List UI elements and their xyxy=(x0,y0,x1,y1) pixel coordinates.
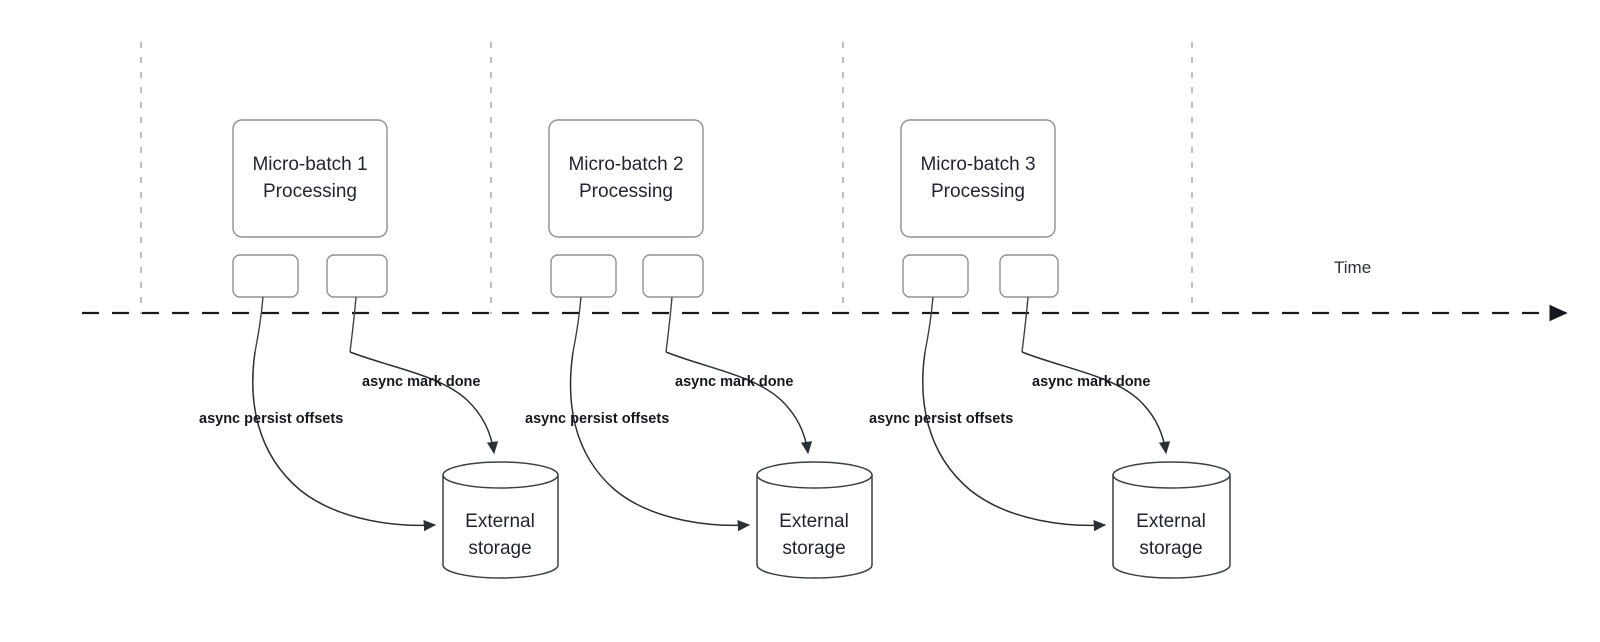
micro-batch-1-mark-arrow xyxy=(349,351,499,455)
micro-batch-1-mark-stem xyxy=(349,296,357,353)
micro-batch-3-mark-stem xyxy=(1021,296,1029,353)
micro-batch-1-mark-label: async mark done xyxy=(362,374,480,390)
group-micro-batch-2: Micro-batch 2 Processing async persist o… xyxy=(525,119,873,579)
micro-batch-3-storage-line2: storage xyxy=(1139,538,1202,559)
micro-batch-3-box[interactable] xyxy=(900,119,1056,238)
micro-batch-2-task-mark[interactable] xyxy=(642,254,704,298)
micro-batch-1-box[interactable] xyxy=(232,119,388,238)
micro-batch-3-persist-arrow xyxy=(922,351,1107,532)
micro-batch-3-task-mark[interactable] xyxy=(999,254,1059,298)
micro-batch-3-label-line1: Micro-batch 3 xyxy=(920,154,1035,175)
micro-batch-1-storage-line2: storage xyxy=(468,538,531,559)
micro-batch-1-task-persist[interactable] xyxy=(232,254,299,298)
micro-batch-2-label-line2: Processing xyxy=(579,181,673,202)
micro-batch-1-storage-line1: External xyxy=(465,511,535,532)
micro-batch-3-persist-stem xyxy=(924,296,934,353)
group-micro-batch-1: Micro-batch 1 Processing async persist o… xyxy=(199,119,559,579)
micro-batch-3-mark-label: async mark done xyxy=(1032,374,1150,390)
micro-batch-1-persist-label: async persist offsets xyxy=(199,411,343,427)
micro-batch-2-external-storage[interactable]: External storage xyxy=(756,461,873,579)
period-dividers xyxy=(140,42,1193,314)
micro-batch-2-storage-line1: External xyxy=(779,511,849,532)
micro-batch-1-persist-stem xyxy=(254,296,264,353)
micro-batch-2-persist-stem xyxy=(572,296,582,353)
micro-batch-2-persist-arrow xyxy=(569,351,751,532)
micro-batch-2-storage-line2: storage xyxy=(782,538,845,559)
micro-batch-3-label-line2: Processing xyxy=(931,181,1025,202)
micro-batch-1-persist-arrow xyxy=(252,351,437,532)
micro-batch-3-mark-arrow xyxy=(1021,351,1171,455)
micro-batch-3-storage-line1: External xyxy=(1136,511,1206,532)
group-micro-batch-3: Micro-batch 3 Processing async persist o… xyxy=(869,119,1231,579)
micro-batch-3-persist-label: async persist offsets xyxy=(869,411,1013,427)
micro-batch-2-mark-arrow xyxy=(665,351,813,455)
micro-batch-3-task-persist[interactable] xyxy=(902,254,969,298)
micro-batch-1-label-line2: Processing xyxy=(263,181,357,202)
time-axis-label: Time xyxy=(1334,258,1371,277)
micro-batch-2-persist-label: async persist offsets xyxy=(525,411,669,427)
micro-batch-2-box[interactable] xyxy=(548,119,704,238)
micro-batch-2-label-line1: Micro-batch 2 xyxy=(568,154,683,175)
micro-batch-1-task-mark[interactable] xyxy=(326,254,388,298)
time-axis: Time xyxy=(82,258,1568,322)
micro-batch-2-mark-stem xyxy=(665,296,673,353)
micro-batch-3-external-storage[interactable]: External storage xyxy=(1112,461,1231,579)
micro-batch-2-task-persist[interactable] xyxy=(550,254,617,298)
micro-batch-1-external-storage[interactable]: External storage xyxy=(442,461,559,579)
micro-batch-2-mark-label: async mark done xyxy=(675,374,793,390)
micro-batch-1-label-line1: Micro-batch 1 xyxy=(252,154,367,175)
